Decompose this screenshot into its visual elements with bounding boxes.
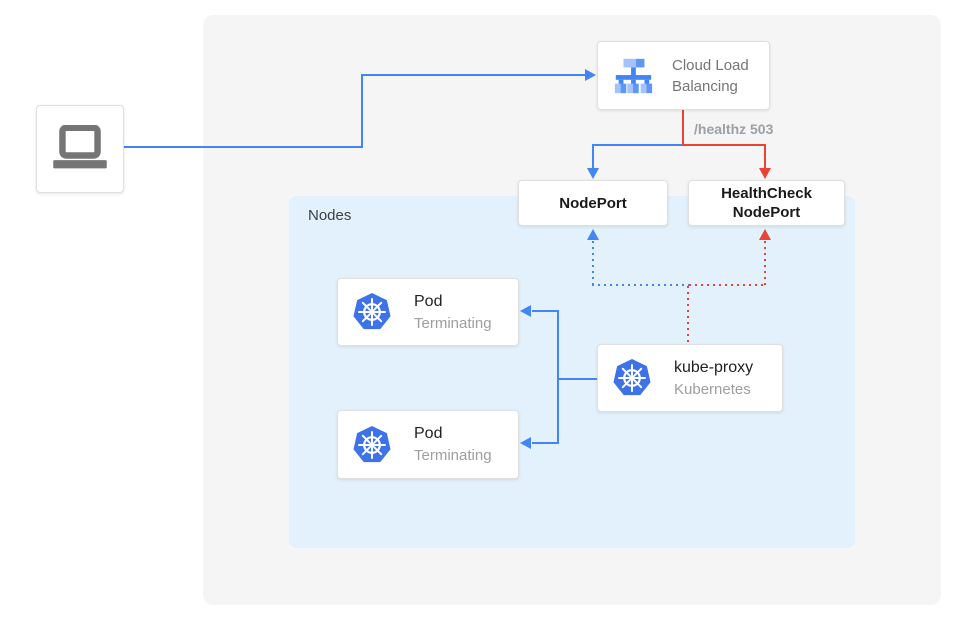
nodeport-node: NodePort	[518, 180, 668, 226]
laptop-icon	[53, 125, 107, 169]
edge-to-pod-1	[532, 310, 557, 312]
edge-pods-vertical	[557, 310, 559, 444]
edge-client-horizontal	[124, 146, 362, 148]
pod-2-node: Pod Terminating	[337, 410, 519, 479]
edge-to-load-balancer	[362, 74, 586, 76]
dotted-edge-kubeproxy-to-healthcheck-vertical	[764, 241, 766, 286]
dotted-edge-from-kubeproxy-top	[687, 286, 689, 344]
pod-2-title: Pod	[414, 425, 443, 442]
arrowhead-into-pod-2	[520, 437, 531, 449]
arrowhead-into-nodeport	[587, 168, 599, 179]
healthcheck-nodeport-line1: HealthCheck	[721, 185, 812, 202]
healthcheck-nodeport-node: HealthCheck NodePort	[688, 180, 845, 226]
kube-proxy-title: kube-proxy	[674, 358, 754, 376]
edge-client-vertical	[361, 74, 363, 148]
nodeport-label: NodePort	[559, 194, 627, 212]
arrowhead-into-pod-1	[520, 305, 531, 317]
nodes-label: Nodes	[308, 207, 352, 224]
dotted-edge-kubeproxy-to-nodeport-horizontal	[592, 284, 689, 286]
arrowhead-dotted-into-nodeport	[587, 229, 599, 240]
edge-down-to-healthcheck	[764, 146, 766, 169]
cloud-load-balancing-node: Cloud Load Balancing	[597, 41, 770, 110]
edge-split-to-healthcheck	[682, 144, 766, 146]
cloud-load-balancing-line2: Balancing	[672, 77, 738, 95]
edge-to-pod-2	[532, 442, 557, 444]
kubernetes-icon	[352, 425, 392, 465]
edge-load-balancer-down	[682, 110, 684, 146]
kube-proxy-node: kube-proxy Kubernetes	[597, 344, 783, 412]
cloud-load-balancing-line1: Cloud Load	[672, 56, 749, 74]
arrowhead-into-healthcheck	[759, 168, 771, 179]
kubernetes-icon	[352, 292, 392, 332]
edge-down-to-nodeport	[592, 146, 594, 169]
healthz-503-label: /healthz 503	[694, 121, 774, 137]
load-balancer-icon	[614, 58, 653, 93]
kube-proxy-subtitle: Kubernetes	[674, 380, 751, 398]
edge-from-kubeproxy-left	[557, 378, 597, 380]
cloud-load-balancing-label: Cloud Load Balancing	[672, 55, 749, 97]
kubernetes-icon	[612, 358, 652, 398]
pod-1-title: Pod	[414, 292, 443, 310]
edge-split-to-nodeport	[592, 144, 684, 146]
client-node	[36, 105, 124, 193]
pod-1-node: Pod Terminating	[337, 278, 519, 346]
healthcheck-nodeport-line2: NodePort	[732, 204, 801, 221]
pod-1-status: Terminating	[414, 314, 492, 332]
pod-2-status: Terminating	[414, 447, 492, 464]
arrowhead-into-load-balancer	[585, 69, 596, 81]
dotted-edge-kubeproxy-to-nodeport-vertical	[592, 241, 594, 286]
arrowhead-dotted-into-healthcheck	[759, 229, 771, 240]
dotted-edge-kubeproxy-to-healthcheck-horizontal	[689, 284, 766, 286]
